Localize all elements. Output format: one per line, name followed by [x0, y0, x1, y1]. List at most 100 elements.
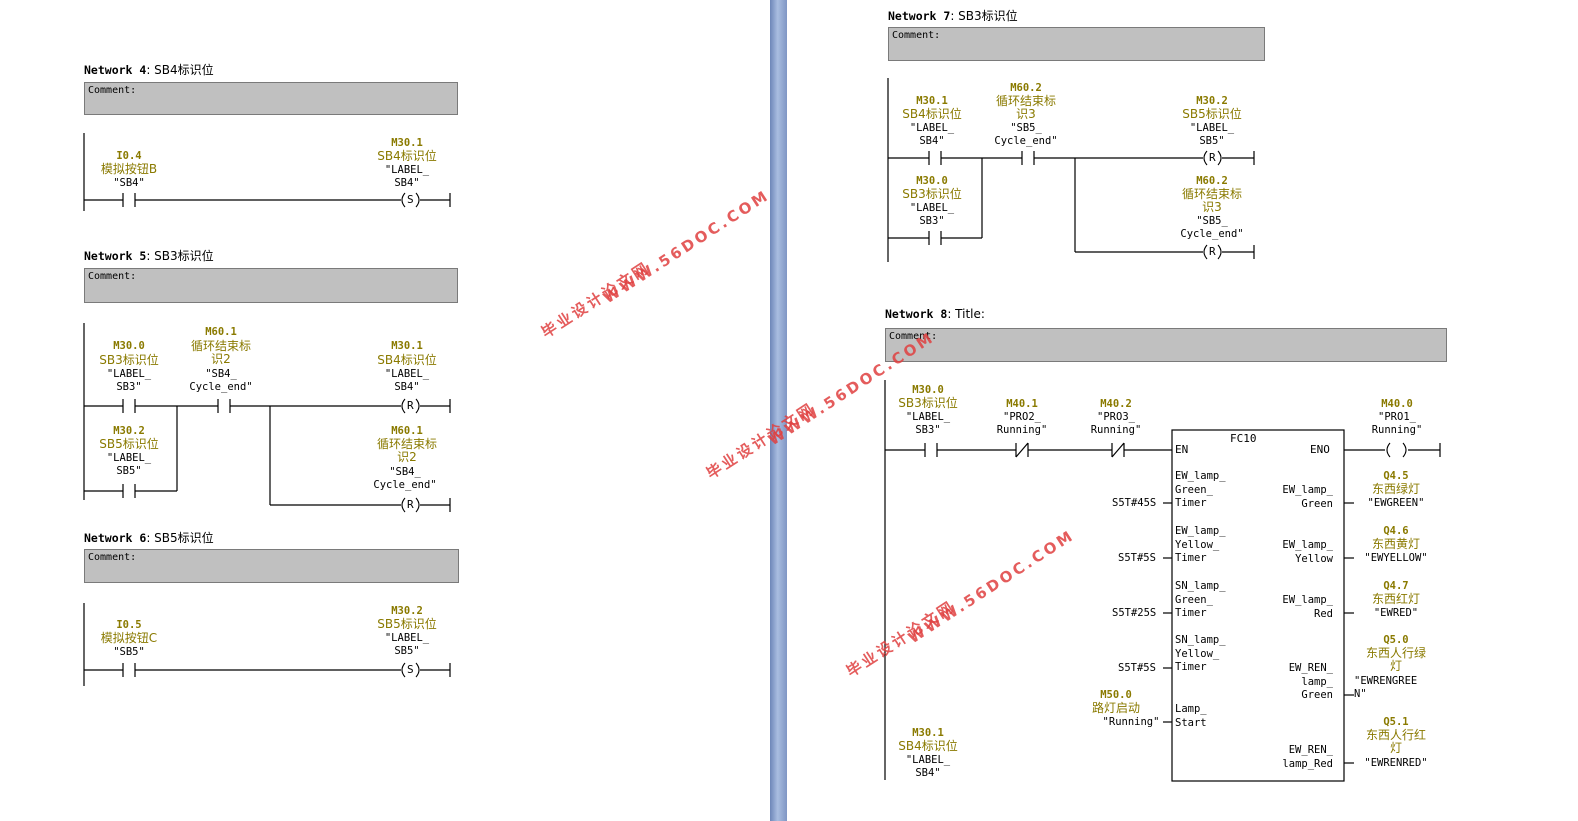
- fc-input-pin: SN_lamp_ Yellow_ Timer: [1175, 634, 1226, 673]
- n4-coil-type: S: [407, 193, 414, 206]
- contact-label: SB3标识位: [99, 353, 159, 367]
- coil-address: M30.2: [1196, 95, 1228, 107]
- network-8-title: Network 8: Title:: [885, 307, 985, 321]
- coil-address: M60.1: [391, 425, 423, 437]
- output-label: 东西黄灯: [1371, 537, 1420, 551]
- contact-address: I0.4: [116, 150, 142, 162]
- contact-symbol: "LABEL_ SB5": [106, 452, 152, 477]
- output-symbol: "EWRENGREE N": [1354, 675, 1418, 700]
- coil-label: SB4标识位: [377, 353, 437, 367]
- contact-address: M60.2: [1010, 82, 1042, 94]
- contact-address: M40.1: [1006, 398, 1038, 410]
- output-address: Q4.5: [1383, 470, 1409, 482]
- contact-symbol: "LABEL_ SB4": [909, 122, 955, 147]
- fc-input-pin: SN_lamp_ Green_ Timer: [1175, 580, 1226, 619]
- contact-symbol: "PRO2_ Running": [996, 411, 1048, 436]
- output-label: 东西人行绿 灯: [1365, 646, 1426, 673]
- output-label: 东西绿灯: [1371, 482, 1420, 496]
- fc-output-pin: EW_lamp_ Red: [1282, 594, 1333, 620]
- coil-address: M60.2: [1196, 175, 1228, 187]
- coil-address: M30.1: [391, 137, 423, 149]
- contact-label: 循环结束标 识2: [190, 339, 251, 366]
- output-symbol: "EWRENRED": [1364, 757, 1428, 769]
- network-7-title: Network 7: SB3标识位: [888, 7, 1018, 24]
- fc-input-value: S5T#45S: [1112, 497, 1157, 509]
- contact-symbol: "LABEL_ SB3": [909, 202, 955, 227]
- output-label: 东西红灯: [1371, 592, 1420, 606]
- network-8-comment[interactable]: Comment:: [885, 328, 1447, 362]
- fc-input-value: S5T#5S: [1118, 662, 1156, 674]
- network-6-label: Network 6: [84, 531, 147, 545]
- output-symbol: "EWYELLOW": [1364, 552, 1428, 564]
- contact-symbol: "SB5": [113, 646, 145, 658]
- network-8-label: Network 8: [885, 307, 948, 321]
- contact-symbol: "LABEL_ SB4": [905, 754, 951, 779]
- contact-address: M60.1: [205, 326, 237, 338]
- contact-label: SB3标识位: [902, 187, 962, 201]
- network-7-subtitle: : SB3标识位: [950, 9, 1018, 23]
- network-8-subtitle: : Title:: [947, 307, 985, 321]
- contact-label: SB3标识位: [898, 396, 958, 410]
- lamp-start-symbol: "Running": [1102, 716, 1160, 728]
- contact-label: SB5标识位: [99, 437, 159, 451]
- contact-label: 循环结束标 识3: [995, 94, 1056, 121]
- network-4-comment[interactable]: Comment:: [84, 82, 458, 115]
- fc-output-pin: EW_REN_ lamp_ Green: [1288, 662, 1333, 701]
- fc-output-pin: EW_lamp_ Green: [1282, 484, 1333, 510]
- output-symbol: "EWRED": [1373, 607, 1419, 619]
- network-6-comment[interactable]: Comment:: [84, 549, 459, 583]
- coil-label: 循环结束标 识2: [376, 437, 437, 464]
- n5-coil1-type: R: [407, 399, 414, 412]
- network-5-comment[interactable]: Comment:: [84, 268, 458, 303]
- lamp-start-label: 路灯启动: [1091, 701, 1140, 715]
- coil-symbol: "SB5_ Cycle_end": [1180, 215, 1244, 240]
- output-symbol: "EWGREEN": [1367, 497, 1425, 509]
- contact-symbol: "SB4": [113, 177, 145, 189]
- contact-address: I0.5: [116, 619, 142, 631]
- output-address: Q5.1: [1383, 716, 1409, 728]
- coil-label: SB4标识位: [377, 149, 437, 163]
- fc-eno-pin: ENO: [1310, 443, 1330, 456]
- contact-symbol: "SB5_ Cycle_end": [994, 122, 1058, 147]
- contact-symbol: "PRO3_ Running": [1090, 411, 1142, 436]
- fc-block-name: FC10: [1230, 432, 1257, 445]
- network-4-subtitle: : SB4标识位: [146, 63, 214, 77]
- page-divider: [770, 0, 787, 821]
- network-6-subtitle: : SB5标识位: [146, 531, 214, 545]
- n7-coil2-type: R: [1209, 245, 1216, 258]
- network-6-title: Network 6: SB5标识位: [84, 529, 214, 546]
- n5-coil2-type: R: [407, 498, 414, 511]
- coil-label: 循环结束标 识3: [1181, 187, 1242, 214]
- coil-address: M30.1: [391, 340, 423, 352]
- network-7-comment[interactable]: Comment:: [888, 27, 1265, 61]
- n6-coil-type: S: [407, 663, 414, 676]
- network-5-subtitle: : SB3标识位: [146, 249, 214, 263]
- fc-input-pin: EW_lamp_ Yellow_ Timer: [1175, 525, 1226, 564]
- network-4-title: Network 4: SB4标识位: [84, 61, 214, 78]
- contact-address: M30.0: [916, 175, 948, 187]
- fc-output-pin: EW_REN_ lamp_Red: [1282, 744, 1333, 770]
- contact-label: SB4标识位: [898, 739, 958, 753]
- contact-label: SB4标识位: [902, 107, 962, 121]
- fc-input-value: S5T#5S: [1118, 552, 1156, 564]
- coil-symbol: "LABEL_ SB5": [384, 632, 430, 657]
- lamp-start-address: M50.0: [1100, 689, 1132, 701]
- contact-address: M30.1: [912, 727, 944, 739]
- coil-symbol: "LABEL_ SB4": [384, 164, 430, 189]
- contact-address: M30.2: [113, 425, 145, 437]
- coil-address: M40.0: [1381, 398, 1413, 410]
- contact-label: 模拟按钮B: [100, 162, 158, 176]
- fc-input-pin: Lamp_ Start: [1175, 703, 1207, 729]
- network-7-label: Network 7: [888, 9, 951, 23]
- contact-address: M30.1: [916, 95, 948, 107]
- fc-input-pin: EW_lamp_ Green_ Timer: [1175, 470, 1226, 509]
- fc-en-pin: EN: [1175, 443, 1189, 456]
- coil-symbol: "PRO1_ Running": [1371, 411, 1423, 436]
- output-label: 东西人行红 灯: [1365, 728, 1426, 755]
- contact-address: M40.2: [1100, 398, 1132, 410]
- contact-label: 模拟按钮C: [100, 631, 158, 645]
- contact-address: M30.0: [113, 340, 145, 352]
- contact-symbol: "SB4_ Cycle_end": [189, 368, 253, 393]
- output-address: Q4.7: [1383, 580, 1409, 592]
